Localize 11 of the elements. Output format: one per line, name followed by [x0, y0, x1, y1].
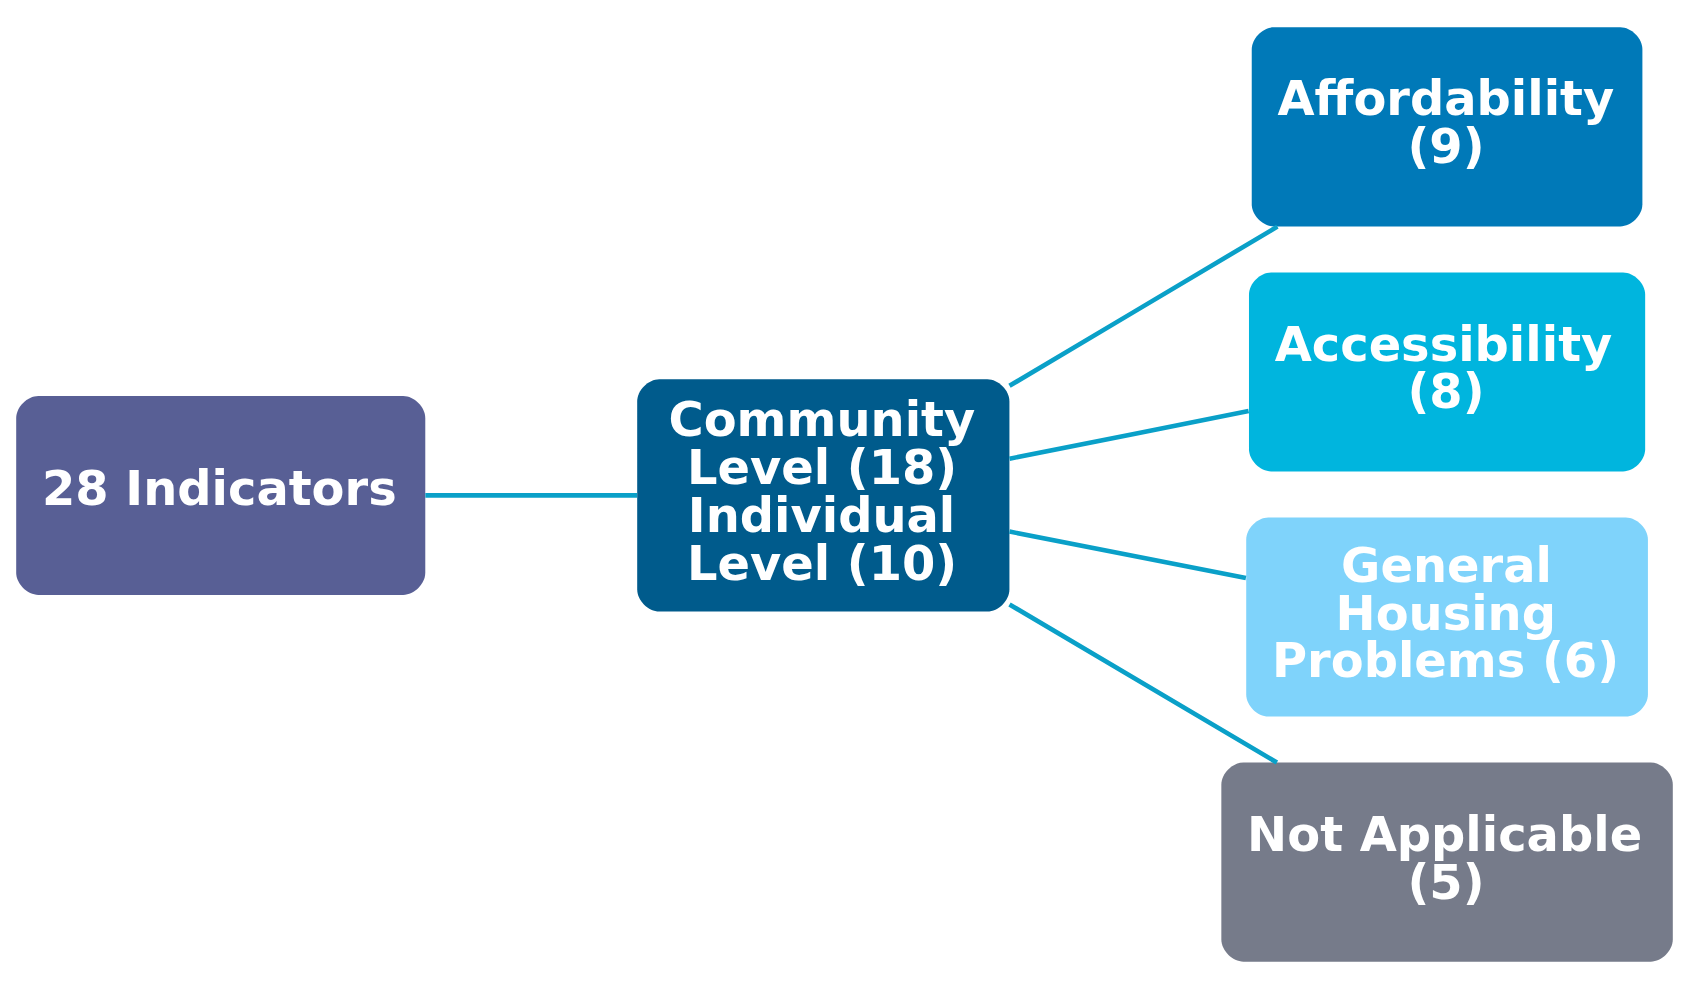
- connector: [1009, 408, 1250, 461]
- connector: [425, 493, 638, 498]
- node-box: 28 Indicators: [16, 395, 426, 595]
- connector: [1008, 224, 1279, 388]
- node-box: General Housing Problems (6): [1246, 517, 1648, 717]
- connector: [1009, 529, 1247, 581]
- connector: [1008, 602, 1279, 765]
- node-box: Not Applicable (5): [1221, 762, 1673, 962]
- node-box: Accessibility (8): [1249, 272, 1646, 472]
- node-box: Affordability (9): [1251, 27, 1643, 227]
- node-box: Community Level (18) Individual Level (10): [637, 379, 1010, 612]
